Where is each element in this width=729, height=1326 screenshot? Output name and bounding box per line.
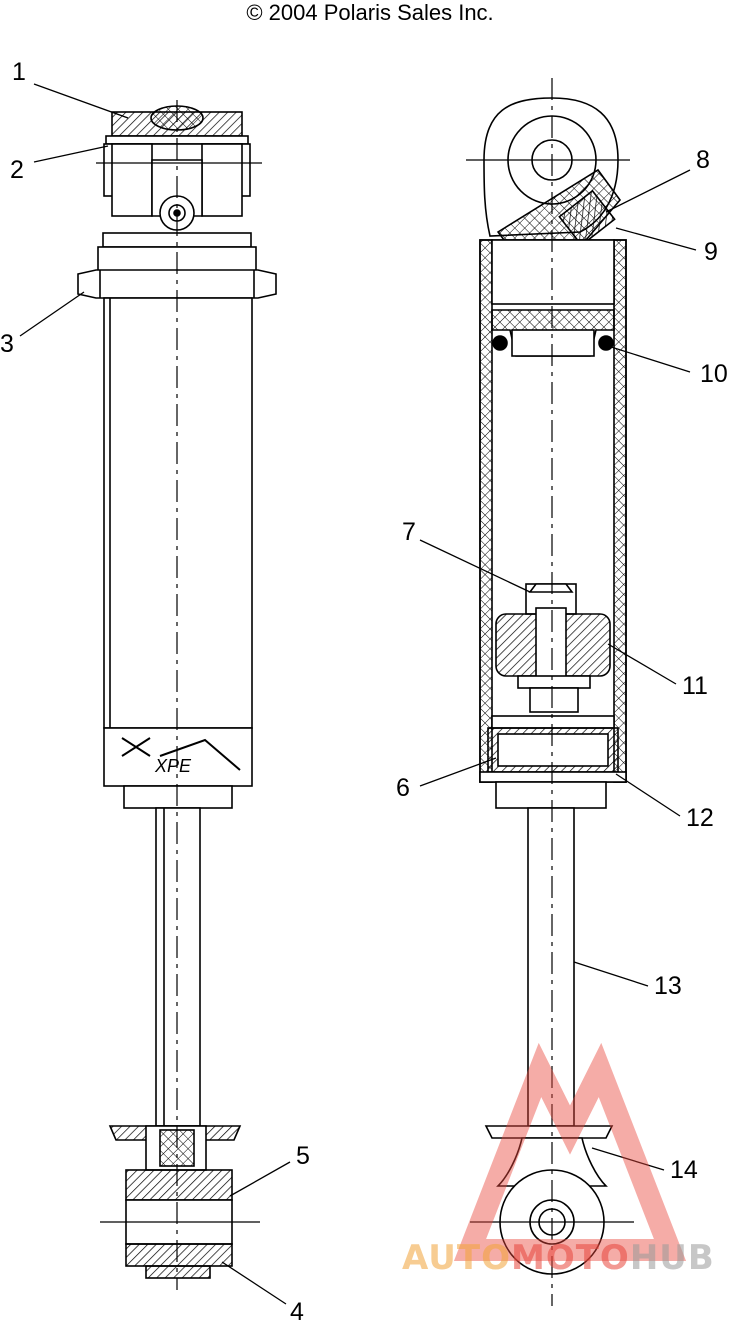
- callout-4: 4: [290, 1298, 304, 1326]
- callout-5: 5: [296, 1142, 310, 1170]
- callout-8: 8: [696, 146, 710, 174]
- xpe-logo: XPE: [121, 737, 241, 776]
- callout-14: 14: [670, 1156, 698, 1184]
- callout-11: 11: [682, 672, 708, 700]
- callout-2: 2: [10, 156, 24, 184]
- watermark-text: AUTOMOTOHUB: [402, 1238, 715, 1278]
- automotohub-watermark: [453, 1042, 687, 1261]
- callout-6: 6: [396, 774, 410, 802]
- watermark-auto: AUTO: [402, 1238, 511, 1278]
- copyright-notice: © 2004 Polaris Sales Inc.: [246, 0, 494, 25]
- callout-10: 10: [700, 360, 728, 388]
- right-shock-cutaway: [479, 97, 627, 1275]
- svg-text:XPE: XPE: [154, 756, 192, 776]
- watermark-moto: MOTO: [510, 1238, 630, 1278]
- watermark-hub: HUB: [629, 1238, 715, 1278]
- callout-7: 7: [402, 518, 416, 546]
- callout-1: 1: [12, 58, 26, 86]
- right-centerlines: [466, 78, 634, 1306]
- callout-9: 9: [704, 238, 718, 266]
- left-centerlines: [96, 100, 262, 1290]
- leader-lines: [19, 83, 697, 1305]
- callout-12: 12: [686, 804, 714, 832]
- callout-3: 3: [0, 330, 14, 358]
- callout-13: 13: [654, 972, 682, 1000]
